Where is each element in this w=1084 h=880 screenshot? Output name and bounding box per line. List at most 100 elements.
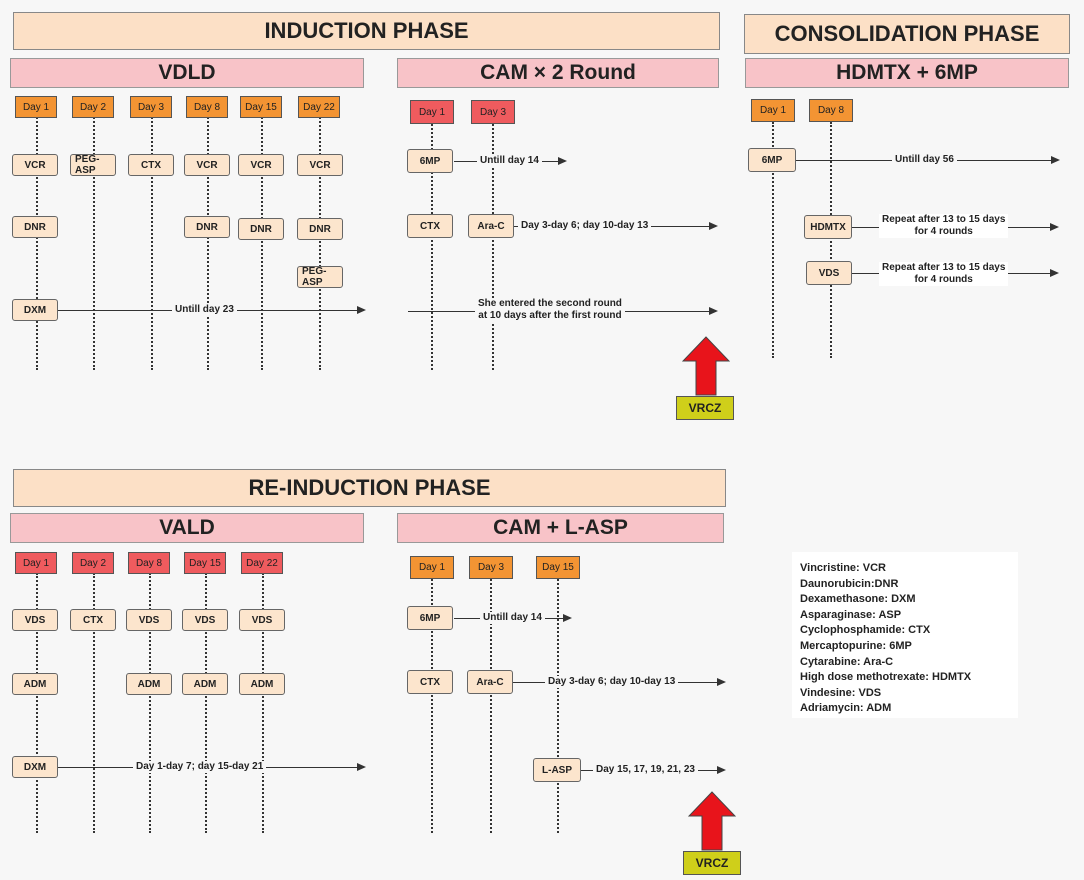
legend-entry: Adriamycin: ADM	[800, 702, 892, 715]
timeline-line	[149, 573, 151, 833]
drug-6mp: 6MP	[748, 148, 796, 172]
day-marker: Day 1	[751, 99, 795, 122]
drug-ctx: CTX	[407, 214, 453, 238]
drug-adm: ADM	[239, 673, 285, 695]
timeline-line	[490, 579, 492, 833]
drug-adm: ADM	[126, 673, 172, 695]
day-marker: Day 8	[809, 99, 853, 122]
day-marker: Day 15	[184, 552, 226, 574]
camlasp-header: CAM + L-ASP	[397, 513, 724, 543]
drug-dxm: DXM	[12, 756, 58, 778]
drug-adm: ADM	[12, 673, 58, 695]
legend-entry: Dexamethasone: DXM	[800, 593, 916, 606]
drug-vcr: VCR	[184, 154, 230, 176]
drug-peg-asp: PEG-ASP	[297, 266, 343, 288]
red-up-arrow-icon	[682, 336, 730, 396]
day-marker: Day 1	[410, 556, 454, 579]
second-round-line-2: at 10 days after the first round	[478, 310, 622, 321]
day-marker: Day 2	[72, 552, 114, 574]
repeat-note-line-1: Repeat after 13 to 15 days	[882, 262, 1006, 273]
drug-dnr: DNR	[184, 216, 230, 238]
duration-label: Untill day 23	[172, 304, 237, 316]
drug-vds: VDS	[806, 261, 852, 285]
legend-entry: Vincristine: VCR	[800, 562, 886, 574]
legend-entry: Asparaginase: ASP	[800, 608, 902, 621]
timeline-line	[492, 124, 494, 370]
abbreviation-legend: Vincristine: VCR Daunorubicin:DNR Dexame…	[792, 552, 1018, 718]
drug-vcr: VCR	[297, 154, 343, 176]
timeline-line	[36, 573, 38, 833]
hdmtx-header: HDMTX + 6MP	[745, 58, 1069, 88]
day-marker: Day 22	[241, 552, 283, 574]
duration-label: Untill day 14	[480, 612, 545, 624]
day-marker: Day 3	[130, 96, 172, 118]
vrcz-badge: VRCZ	[683, 851, 741, 875]
drug-vcr: VCR	[238, 154, 284, 176]
timeline-line	[431, 124, 433, 370]
drug-dnr: DNR	[12, 216, 58, 238]
timeline-line	[772, 122, 774, 358]
drug-ctx: CTX	[128, 154, 174, 176]
duration-label: Day 1-day 7; day 15-day 21	[133, 761, 267, 773]
repeat-note: Repeat after 13 to 15 days for 4 rounds	[879, 214, 1009, 238]
drug-vcr: VCR	[12, 154, 58, 176]
legend-entry: Vindesine: VDS	[800, 686, 882, 699]
vdld-header: VDLD	[10, 58, 364, 88]
drug-ctx: CTX	[70, 609, 116, 631]
timeline-line	[262, 573, 264, 833]
vald-header: VALD	[10, 513, 364, 543]
drug-6mp: 6MP	[407, 149, 453, 173]
drug-dxm: DXM	[12, 299, 58, 321]
drug-vds: VDS	[239, 609, 285, 631]
drug-ara-c: Ara-C	[467, 670, 513, 694]
drug-6mp: 6MP	[407, 606, 453, 630]
day-marker: Day 1	[410, 100, 454, 124]
vrcz-badge: VRCZ	[676, 396, 734, 420]
legend-entry: High dose methotrexate: HDMTX	[800, 671, 972, 684]
day-marker: Day 1	[15, 552, 57, 574]
drug-adm: ADM	[182, 673, 228, 695]
day-marker: Day 15	[536, 556, 580, 579]
timeline-line	[36, 114, 38, 370]
drug-ara-c: Ara-C	[468, 214, 514, 238]
consolidation-phase-header: CONSOLIDATION PHASE	[744, 14, 1070, 54]
legend-entry: Daunorubicin:DNR	[800, 577, 899, 590]
drug-ctx: CTX	[407, 670, 453, 694]
repeat-note-line-2: for 4 rounds	[914, 226, 973, 237]
day-marker: Day 3	[469, 556, 513, 579]
legend-entry: Mercaptopurine: 6MP	[800, 639, 912, 652]
repeat-note-line-1: Repeat after 13 to 15 days	[882, 214, 1006, 225]
day-marker: Day 2	[72, 96, 114, 118]
timeline-line	[207, 114, 209, 370]
timeline-line	[830, 122, 832, 358]
timeline-line	[93, 573, 95, 833]
drug-vds: VDS	[12, 609, 58, 631]
second-round-line-1: She entered the second round	[478, 298, 622, 309]
legend-entry: Cytarabine: Ara-C	[800, 655, 894, 668]
drug-vds: VDS	[126, 609, 172, 631]
day-marker: Day 22	[298, 96, 340, 118]
day-marker: Day 1	[15, 96, 57, 118]
drug-l-asp: L-ASP	[533, 758, 581, 782]
repeat-note-line-2: for 4 rounds	[914, 274, 973, 285]
day-marker: Day 8	[186, 96, 228, 118]
duration-label: Untill day 14	[477, 155, 542, 167]
drug-dnr: DNR	[297, 218, 343, 240]
duration-label: Day 3-day 6; day 10-day 13	[545, 676, 679, 688]
red-up-arrow-icon	[688, 791, 736, 851]
timeline-line	[261, 114, 263, 370]
timeline-line	[431, 579, 433, 833]
duration-label: Untill day 56	[892, 154, 957, 166]
induction-phase-header: INDUCTION PHASE	[13, 12, 720, 50]
timeline-line	[557, 579, 559, 833]
repeat-note: Repeat after 13 to 15 days for 4 rounds	[879, 262, 1009, 286]
drug-peg-asp: PEG-ASP	[70, 154, 116, 176]
timeline-line	[205, 573, 207, 833]
drug-vds: VDS	[182, 609, 228, 631]
timeline-line	[151, 114, 153, 370]
drug-hdmtx: HDMTX	[804, 215, 852, 239]
legend-entry: Cyclophosphamide: CTX	[800, 624, 931, 637]
drug-dnr: DNR	[238, 218, 284, 240]
duration-label: Day 15, 17, 19, 21, 23	[593, 764, 698, 776]
